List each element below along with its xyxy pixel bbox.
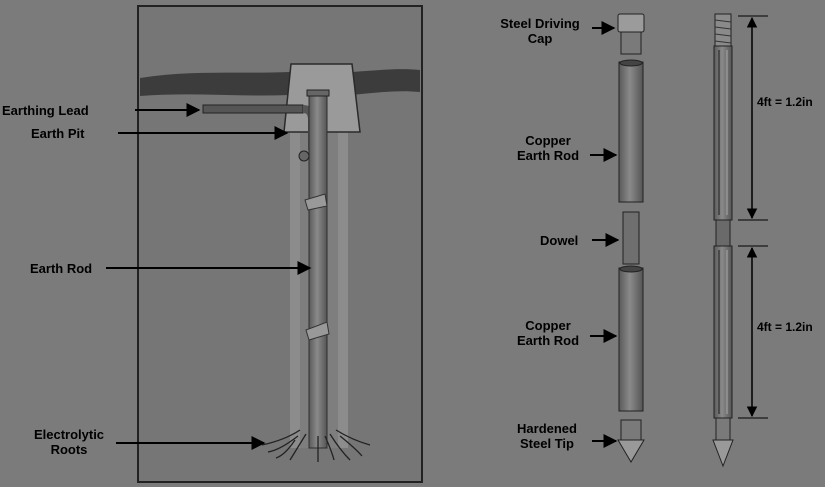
clamp xyxy=(298,150,310,162)
assembled-tip-thread xyxy=(715,417,731,441)
assembled-dowel xyxy=(715,219,731,247)
earth-rod-top xyxy=(306,89,330,97)
label-dowel: Dowel xyxy=(540,233,579,248)
label-steel-driving-cap: Steel Driving Cap xyxy=(500,16,580,46)
copper-earth-rod-top xyxy=(618,61,644,203)
dowel xyxy=(622,211,640,265)
exploded-assembly xyxy=(590,13,645,463)
driving-cap-thread xyxy=(620,31,642,55)
label-copper-earth-rod-top: Copper Earth Rod xyxy=(516,133,580,163)
assembled-rod-lower xyxy=(713,245,733,419)
label-copper-earth-rod-bottom: Copper Earth Rod xyxy=(516,318,580,348)
assembled-rod-upper xyxy=(713,45,733,221)
assembled-rod xyxy=(712,13,768,468)
earth-pit-scene xyxy=(106,5,423,483)
hardened-steel-tip-thread xyxy=(620,419,642,441)
assembled-tip xyxy=(712,439,734,468)
label-earthing-lead: Earthing Lead xyxy=(2,103,89,118)
dimension-label-lower: 4ft = 1.2in xyxy=(757,320,813,334)
label-earth-pit: Earth Pit xyxy=(31,126,85,141)
label-electrolytic-roots: Electrolytic Roots xyxy=(33,427,105,457)
coupling-1 xyxy=(304,193,328,211)
electrolytic-roots xyxy=(261,429,371,462)
label-hardened-steel-tip: Hardened Steel Tip xyxy=(517,421,577,451)
label-earth-rod: Earth Rod xyxy=(30,261,93,276)
earth-rod xyxy=(308,91,328,449)
earthing-lead-cable xyxy=(202,104,304,114)
hardened-steel-tip xyxy=(617,439,645,463)
copper-earth-rod-bottom xyxy=(618,267,644,412)
coupling-2 xyxy=(305,321,330,341)
steel-driving-cap xyxy=(617,13,645,33)
dimension-label-upper: 4ft = 1.2in xyxy=(757,95,813,109)
